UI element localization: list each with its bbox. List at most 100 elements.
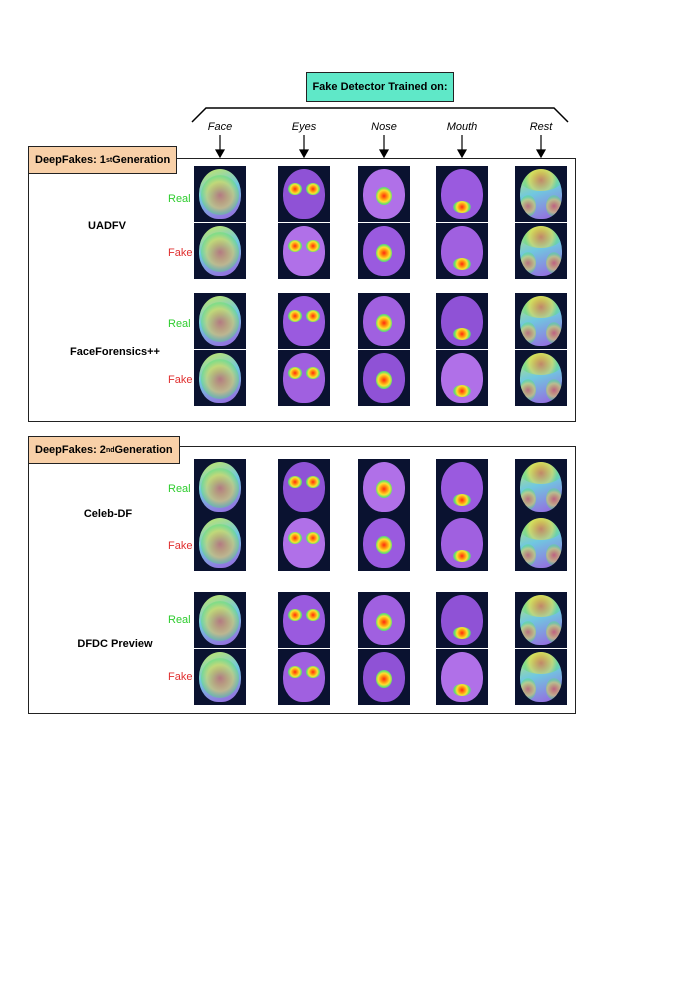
face-oval xyxy=(441,353,483,403)
face-oval xyxy=(363,518,405,568)
face-oval xyxy=(199,353,241,403)
heatmap-hotspot xyxy=(453,627,471,639)
heatmap-hotspot xyxy=(520,379,536,401)
heatmap-hotspot xyxy=(520,544,536,566)
heatmap-face-eyes xyxy=(278,350,330,406)
face-oval xyxy=(283,595,325,645)
heatmap-face-face xyxy=(194,293,246,349)
heatmap-face-mouth xyxy=(436,459,488,515)
face-oval xyxy=(363,169,405,219)
heatmap-hotspot xyxy=(520,169,562,191)
heatmap-face-eyes xyxy=(278,649,330,705)
heatmap-face-rest xyxy=(515,515,567,571)
heatmap-hotspot xyxy=(453,385,471,397)
heatmap-hotspot xyxy=(288,240,302,252)
heatmap-hotspot xyxy=(201,658,239,698)
column-label-mouth: Mouth xyxy=(446,121,478,133)
heatmap-hotspot xyxy=(201,524,239,564)
heatmap-hotspot xyxy=(520,322,536,344)
heatmap-hotspot xyxy=(546,379,562,401)
heatmap-face-eyes xyxy=(278,293,330,349)
column-label-face: Face xyxy=(207,121,233,133)
heatmap-face-rest xyxy=(515,649,567,705)
heatmap-hotspot xyxy=(288,666,302,678)
face-oval xyxy=(283,296,325,346)
heatmap-face-face xyxy=(194,223,246,279)
face-oval xyxy=(441,296,483,346)
heatmap-hotspot xyxy=(453,550,471,562)
heatmap-face-mouth xyxy=(436,293,488,349)
gen-label-suffix: Generation xyxy=(114,444,173,456)
column-label-eyes: Eyes xyxy=(291,121,317,133)
heatmap-hotspot xyxy=(306,666,320,678)
heatmap-hotspot xyxy=(306,240,320,252)
heatmap-hotspot xyxy=(546,252,562,274)
figure-header-title: Fake Detector Trained on: xyxy=(306,72,454,102)
heatmap-hotspot xyxy=(306,532,320,544)
heatmap-hotspot xyxy=(520,252,536,274)
heatmap-hotspot xyxy=(520,462,562,484)
face-oval xyxy=(363,462,405,512)
heatmap-hotspot xyxy=(306,183,320,195)
heatmap-face-nose xyxy=(358,293,410,349)
face-oval xyxy=(441,462,483,512)
heatmap-hotspot xyxy=(520,678,536,700)
heatmap-face-nose xyxy=(358,459,410,515)
heatmap-hotspot xyxy=(288,367,302,379)
section-second-generation xyxy=(28,446,576,714)
heatmap-face-eyes xyxy=(278,592,330,648)
heatmap-face-mouth xyxy=(436,350,488,406)
face-oval xyxy=(363,652,405,702)
heatmap-face-rest xyxy=(515,350,567,406)
row-label-fake: Fake xyxy=(168,540,193,552)
heatmap-face-eyes xyxy=(278,166,330,222)
heatmap-face-nose xyxy=(358,515,410,571)
heatmap-face-face xyxy=(194,459,246,515)
heatmap-hotspot xyxy=(376,314,392,332)
gen-label-sup: st xyxy=(105,156,113,164)
gen-label-sup: nd xyxy=(105,446,115,454)
heatmap-hotspot xyxy=(546,322,562,344)
heatmap-hotspot xyxy=(288,532,302,544)
heatmap-face-eyes xyxy=(278,515,330,571)
gen-label-prefix: DeepFakes: 1 xyxy=(35,154,106,166)
heatmap-face-mouth xyxy=(436,223,488,279)
face-oval xyxy=(441,169,483,219)
column-label-rest: Rest xyxy=(529,121,553,133)
heatmap-face-face xyxy=(194,592,246,648)
face-oval xyxy=(283,462,325,512)
face-oval xyxy=(363,595,405,645)
heatmap-face-eyes xyxy=(278,223,330,279)
face-oval xyxy=(199,226,241,276)
heatmap-hotspot xyxy=(520,488,536,510)
heatmap-hotspot xyxy=(201,232,239,272)
face-oval xyxy=(520,518,562,568)
heatmap-hotspot xyxy=(453,328,471,340)
heatmap-face-face xyxy=(194,649,246,705)
heatmap-face-nose xyxy=(358,223,410,279)
heatmap-face-rest xyxy=(515,459,567,515)
dataset-label-faceforensics: FaceForensics++ xyxy=(70,346,160,358)
heatmap-hotspot xyxy=(376,670,392,688)
heatmap-hotspot xyxy=(201,359,239,399)
heatmap-hotspot xyxy=(306,609,320,621)
face-oval xyxy=(199,595,241,645)
section-first-generation xyxy=(28,158,576,422)
heatmap-hotspot xyxy=(288,183,302,195)
heatmap-hotspot xyxy=(546,621,562,643)
face-oval xyxy=(441,226,483,276)
face-oval xyxy=(283,169,325,219)
face-oval xyxy=(363,226,405,276)
heatmap-hotspot xyxy=(376,536,392,554)
heatmap-hotspot xyxy=(201,468,239,508)
face-oval xyxy=(199,652,241,702)
face-oval xyxy=(520,462,562,512)
heatmap-face-eyes xyxy=(278,459,330,515)
face-oval xyxy=(441,595,483,645)
dataset-label-celeb-df: Celeb-DF xyxy=(83,508,133,520)
heatmap-face-rest xyxy=(515,166,567,222)
face-oval xyxy=(199,296,241,346)
heatmap-hotspot xyxy=(201,175,239,215)
face-oval xyxy=(199,518,241,568)
